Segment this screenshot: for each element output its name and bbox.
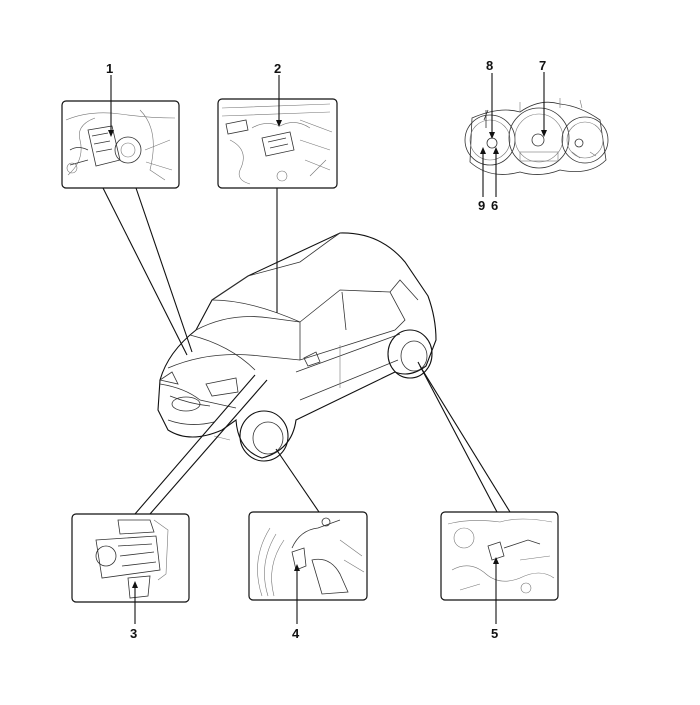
callout-6: 6: [491, 198, 498, 213]
callout-4: 4: [292, 626, 300, 641]
callout-3: 3: [130, 626, 137, 641]
callout-7: 7: [539, 58, 546, 73]
detail-box-5: [440, 511, 559, 601]
instrument-cluster: [464, 98, 609, 175]
detail-box-1: [61, 100, 180, 189]
callout-5: 5: [491, 626, 498, 641]
detail-box-3: [71, 513, 190, 603]
vehicle-illustration: [157, 232, 437, 462]
callout-2: 2: [274, 61, 281, 76]
callout-9: 9: [478, 198, 485, 213]
callout-1: 1: [106, 61, 113, 76]
detail-box-2: [217, 98, 338, 189]
callout-8: 8: [486, 58, 493, 73]
detail-box-4: [248, 511, 368, 601]
leader-lines: [102, 72, 547, 624]
